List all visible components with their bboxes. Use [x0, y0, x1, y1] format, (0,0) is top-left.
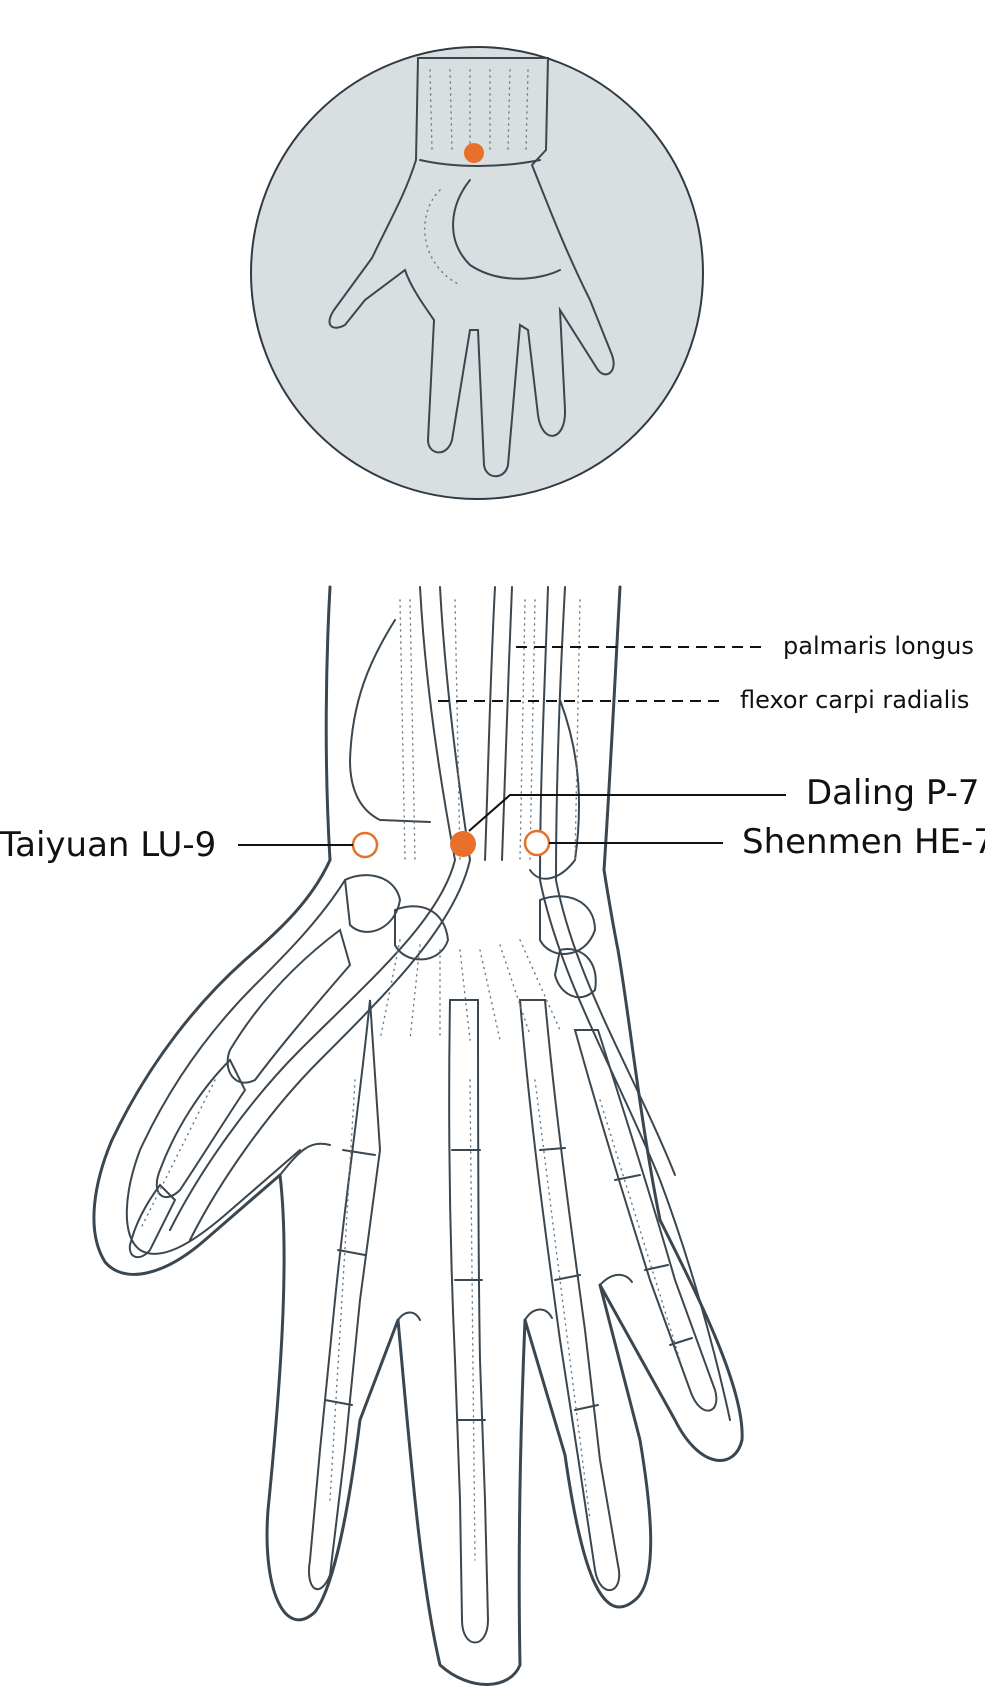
tendon-flexor-carpi-radialis	[169, 586, 457, 1231]
inset-thenar-line	[424, 189, 461, 286]
flexor-carpi-radialis-label: flexor carpi radialis	[740, 686, 970, 714]
finger-gap-2	[397, 1311, 421, 1321]
daling-leader-line	[468, 794, 786, 832]
radius-bone	[348, 619, 431, 823]
inset-hand-outline	[328, 57, 615, 478]
middle-finger-bones	[448, 999, 490, 1644]
tendon-flexor-carpi-radialis-2	[189, 586, 472, 1241]
tendon-ulnar	[538, 586, 731, 1421]
index-finger-bones	[308, 999, 382, 1590]
carpal-bones	[343, 874, 597, 999]
inset-hand-view	[250, 46, 704, 500]
taiyuan-label: Taiyuan LU-9	[0, 825, 217, 865]
thumb-metacarpal	[226, 928, 352, 1084]
hand-outline	[92, 858, 744, 1686]
tendon-palmaris	[484, 586, 496, 861]
palmaris-longus-label: palmaris longus	[783, 632, 974, 660]
palm-shading	[379, 939, 561, 1041]
ring-finger-bones	[518, 999, 621, 1591]
inset-point-marker	[464, 143, 484, 163]
ulna-bone	[529, 699, 580, 880]
finger-gap-1	[279, 1142, 331, 1176]
forearm-outline-left	[324, 585, 332, 862]
tendon-ulnar-2	[554, 586, 676, 1176]
little-finger-bones	[573, 1029, 718, 1412]
main-hand-illustration	[92, 585, 744, 1686]
thumb-phalanges	[128, 1058, 247, 1259]
tendon-palmaris-2	[501, 586, 513, 861]
finger-joints	[324, 1147, 693, 1421]
shenmen-point-marker	[523, 829, 551, 857]
shenmen-label: Shenmen HE-7	[742, 822, 985, 862]
finger-gap-3	[524, 1308, 553, 1321]
inset-wrist-crease	[419, 159, 541, 167]
hand-outline-inner	[125, 879, 346, 1255]
daling-point-marker	[450, 831, 476, 857]
forearm-outline-right	[602, 585, 622, 872]
finger-gap-4	[599, 1273, 633, 1286]
daling-label: Daling P-7	[806, 773, 980, 813]
taiyuan-point-marker	[351, 831, 379, 859]
inset-palm-crease	[452, 179, 561, 280]
finger-shading	[139, 1079, 681, 1561]
inset-circle-background	[250, 46, 704, 500]
